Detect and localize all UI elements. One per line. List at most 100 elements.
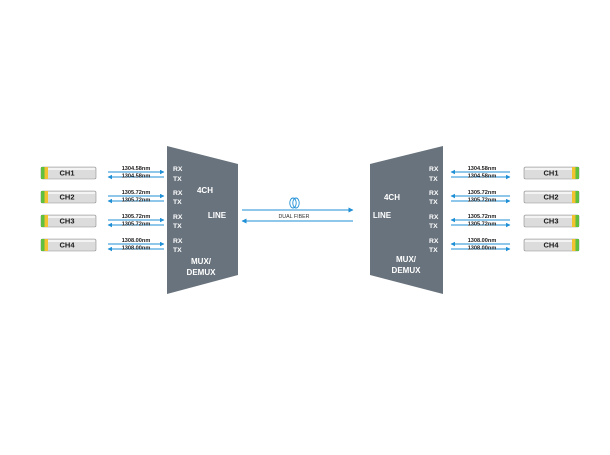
port-rx-label: RX [173, 166, 183, 173]
wavelength-top: 1304.58nm [122, 166, 151, 172]
port-tx-label: TX [173, 247, 182, 254]
port-tx-label: TX [429, 199, 438, 206]
transceiver-module: CH1 [523, 166, 580, 180]
port-tx-label: TX [429, 223, 438, 230]
module-highlight [525, 192, 578, 194]
transceiver-module: CH2 [523, 190, 580, 204]
channel-label: CH2 [543, 193, 558, 202]
port-rx-label: RX [429, 238, 439, 245]
right-mux-unit: 4CH LINE MUX/ DEMUX RX TX RX TX RX TX RX TX [370, 146, 443, 294]
transceiver-module: CH3 [523, 214, 580, 228]
port-rx-label: RX [173, 238, 183, 245]
wavelength-top: 1305.72nm [468, 214, 497, 220]
dual-fiber-link: DUAL FIBER [241, 197, 354, 224]
module-latch-green [41, 191, 45, 203]
module-latch-yellow [44, 167, 48, 179]
wavelength-top: 1305.72nm [122, 190, 151, 196]
transceiver-module: CH4 [40, 238, 97, 252]
right-line-label: LINE [373, 211, 392, 220]
module-latch-yellow [44, 215, 48, 227]
right-mux-label-1: MUX/ [396, 255, 417, 264]
port-rx-label: RX [429, 166, 439, 173]
channel-label: CH1 [543, 169, 558, 178]
wavelength-top: 1308.00nm [468, 238, 497, 244]
module-latch-green [575, 191, 579, 203]
transceiver-module: CH2 [40, 190, 97, 204]
module-latch-yellow [572, 167, 576, 179]
channel-label: CH3 [59, 217, 74, 226]
left-mux-label-1: MUX/ [191, 257, 212, 266]
module-highlight [525, 240, 578, 242]
channel-label: CH4 [59, 241, 75, 250]
wavelength-bottom: 1308.00nm [468, 245, 497, 251]
transceiver-module: CH3 [40, 214, 97, 228]
left-line-label: LINE [208, 211, 227, 220]
right-mux-title: 4CH [384, 193, 400, 202]
module-highlight [42, 216, 95, 218]
fiber-label: DUAL FIBER [278, 214, 309, 220]
module-latch-green [41, 167, 45, 179]
port-rx-label: RX [429, 214, 439, 221]
wavelength-top: 1304.58nm [468, 166, 497, 172]
channel-label: CH2 [59, 193, 74, 202]
wavelength-top: 1305.72nm [122, 214, 151, 220]
channel-label: CH4 [543, 241, 559, 250]
module-highlight [525, 216, 578, 218]
wavelength-top: 1308.00nm [122, 238, 151, 244]
transceiver-module: CH1 [40, 166, 97, 180]
wavelength-bottom: 1308.00nm [122, 245, 151, 251]
right-mux-label-2: DEMUX [392, 266, 422, 275]
module-latch-green [575, 239, 579, 251]
port-tx-label: TX [429, 176, 438, 183]
right-ports: RX TX RX TX RX TX RX TX [429, 166, 439, 254]
port-rx-label: RX [429, 190, 439, 197]
left-mux-label-2: DEMUX [187, 268, 217, 277]
port-rx-label: RX [173, 214, 183, 221]
transceiver-module: CH4 [523, 238, 580, 252]
wavelength-bottom: 1305.72nm [122, 221, 151, 227]
right-mux-body [370, 146, 443, 294]
left-mux-body [167, 146, 238, 294]
module-highlight [42, 240, 95, 242]
wavelength-bottom: 1304.58nm [468, 173, 497, 179]
module-latch-yellow [44, 239, 48, 251]
wavelength-bottom: 1304.58nm [122, 173, 151, 179]
left-mux-title: 4CH [197, 186, 213, 195]
module-latch-yellow [572, 191, 576, 203]
port-rx-label: RX [173, 190, 183, 197]
fiber-coil-icon [289, 197, 300, 209]
port-tx-label: TX [429, 247, 438, 254]
right-channels: CH11304.58nm1304.58nmCH21305.72nm1305.72… [450, 166, 580, 252]
channel-label: CH1 [59, 169, 74, 178]
wavelength-bottom: 1305.72nm [122, 197, 151, 203]
wavelength-bottom: 1305.72nm [468, 221, 497, 227]
port-tx-label: TX [173, 199, 182, 206]
module-latch-green [41, 215, 45, 227]
module-highlight [525, 168, 578, 170]
wavelength-top: 1305.72nm [468, 190, 497, 196]
module-latch-green [575, 167, 579, 179]
module-latch-green [41, 239, 45, 251]
port-tx-label: TX [173, 176, 182, 183]
module-highlight [42, 192, 95, 194]
channel-label: CH3 [543, 217, 558, 226]
module-latch-yellow [572, 215, 576, 227]
wavelength-bottom: 1305.72nm [468, 197, 497, 203]
module-highlight [42, 168, 95, 170]
module-latch-yellow [572, 239, 576, 251]
module-latch-yellow [44, 191, 48, 203]
module-latch-green [575, 215, 579, 227]
